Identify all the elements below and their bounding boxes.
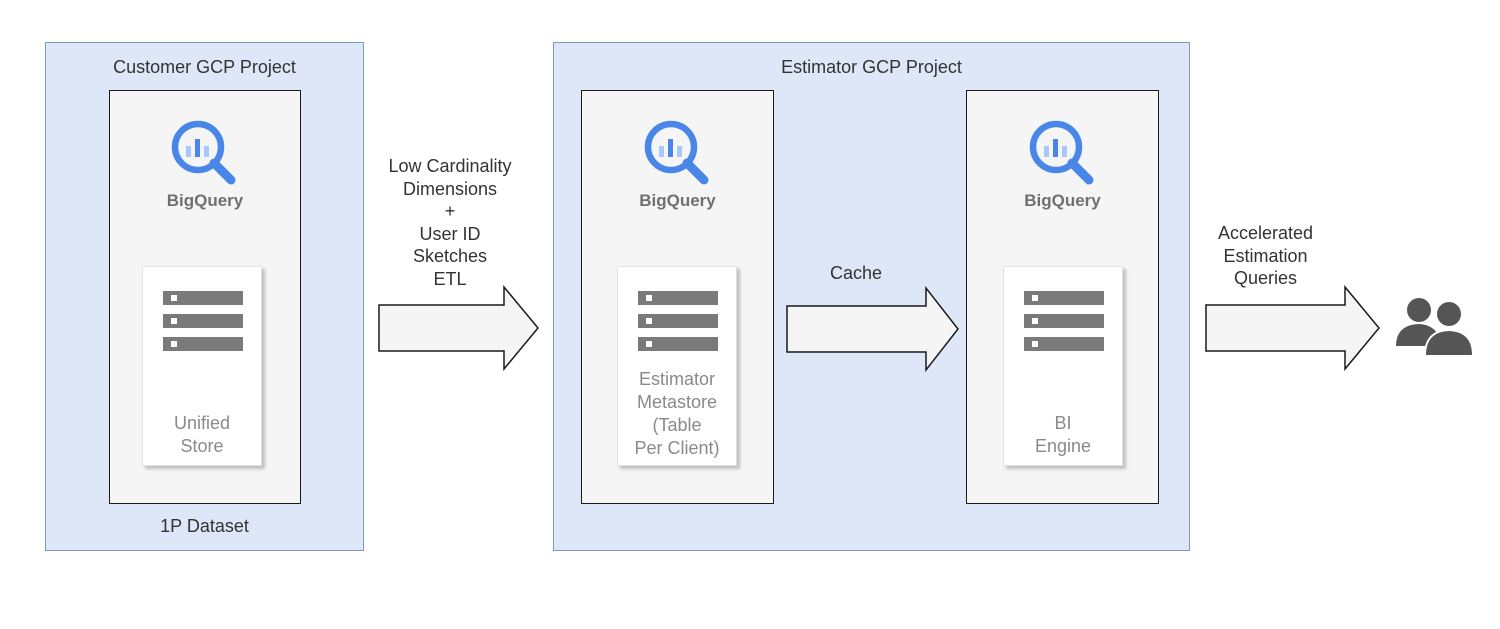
bi-engine-label: BI Engine — [1034, 413, 1092, 456]
users-icon — [1396, 298, 1474, 356]
etl-arrow — [378, 284, 539, 372]
unified-store-card: Unified Store — [142, 266, 262, 466]
database-icon — [1024, 291, 1104, 360]
customer-bigquery-panel: BigQuery Unified Store — [109, 90, 301, 504]
bigquery-label: BigQuery — [639, 191, 716, 210]
cache-flow-label: Cache — [829, 263, 883, 283]
bi-engine-card: BI Engine — [1003, 266, 1123, 466]
database-icon — [163, 291, 243, 360]
dataset-label: 1P Dataset — [160, 516, 249, 536]
estimator-project-title: Estimator GCP Project — [781, 57, 962, 77]
estimator-metastore-card: Estimator Metastore (Table Per Client) — [617, 266, 737, 466]
customer-gcp-project: Customer GCP Project BigQuery Unified St… — [45, 42, 364, 551]
estimator-gcp-project: Estimator GCP Project BigQuery Estimator… — [553, 42, 1190, 551]
bigquery-icon — [171, 120, 236, 185]
bigquery-icon — [644, 120, 709, 185]
bigquery-icon — [1029, 120, 1094, 185]
unified-store-label: Unified Store — [173, 413, 231, 456]
estimator-metastore-label: Estimator Metastore (Table Per Client) — [634, 369, 720, 458]
customer-project-title: Customer GCP Project — [113, 57, 296, 77]
bigquery-label: BigQuery — [1024, 191, 1101, 210]
etl-flow-label: Low Cardinality Dimensions + User ID Ske… — [388, 156, 512, 289]
cache-arrow — [786, 285, 959, 373]
queries-arrow — [1205, 284, 1380, 372]
database-icon — [638, 291, 718, 360]
metastore-bigquery-panel: BigQuery Estimator Metastore (Table Per … — [581, 90, 774, 504]
bi-engine-bigquery-panel: BigQuery BI Engine — [966, 90, 1159, 504]
bigquery-label: BigQuery — [166, 191, 244, 210]
queries-flow-label: Accelerated Estimation Queries — [1217, 223, 1314, 288]
